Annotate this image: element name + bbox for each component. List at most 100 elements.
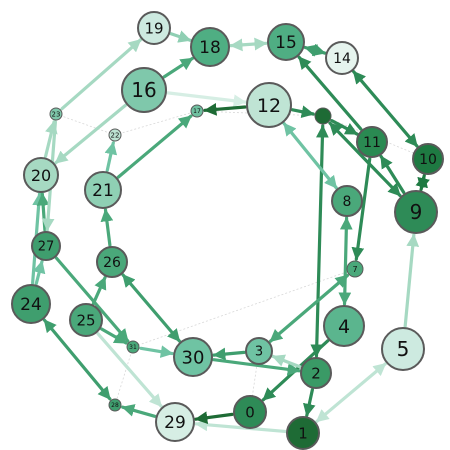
node-label: 24 xyxy=(20,295,42,315)
node-5: 5 xyxy=(381,327,425,371)
node-21: 21 xyxy=(84,171,122,209)
node-label: 27 xyxy=(38,240,55,255)
node-6 xyxy=(314,107,332,125)
edge-16-20 xyxy=(54,103,128,165)
edge-1-29 xyxy=(194,418,287,434)
node-24: 24 xyxy=(11,284,51,324)
node-circle xyxy=(394,190,438,234)
edge-5-9 xyxy=(403,233,420,328)
node-circle xyxy=(267,23,305,61)
node-label: 29 xyxy=(164,413,186,433)
edge-21-22 xyxy=(104,141,118,173)
edge-30-2 xyxy=(212,358,301,376)
edge-27-31 xyxy=(54,256,130,343)
node-label: 15 xyxy=(275,33,297,53)
edge-25-31 xyxy=(100,327,128,345)
edge-10-9 xyxy=(415,173,430,192)
edge-14-10 xyxy=(352,70,419,148)
node-circle xyxy=(286,416,320,450)
node-label: 8 xyxy=(343,194,352,210)
node-26: 26 xyxy=(96,246,128,278)
node-31: 31 xyxy=(126,340,140,354)
node-circle xyxy=(381,327,425,371)
node-8: 8 xyxy=(331,185,363,217)
edge-30-26 xyxy=(121,273,181,343)
node-label: 26 xyxy=(103,255,121,271)
node-circle xyxy=(346,260,364,278)
node-circle xyxy=(96,246,128,278)
node-circle xyxy=(246,82,292,128)
node-label: 12 xyxy=(257,95,281,117)
node-15: 15 xyxy=(267,23,305,61)
node-label: 30 xyxy=(182,347,205,368)
node-circle xyxy=(49,107,63,121)
edge-6-2 xyxy=(310,124,329,358)
node-label: 20 xyxy=(31,166,51,185)
node-label: 16 xyxy=(131,78,156,102)
node-14: 14 xyxy=(325,41,359,75)
node-1: 1 xyxy=(286,416,320,450)
node-circle xyxy=(155,402,195,442)
node-circle xyxy=(108,398,122,412)
edge-12-6 xyxy=(290,105,315,118)
node-12: 12 xyxy=(246,82,292,128)
edge-24-27 xyxy=(32,259,46,286)
node-circle xyxy=(300,357,332,389)
node-4: 4 xyxy=(323,305,365,347)
node-circle xyxy=(325,41,359,75)
mesh-line xyxy=(132,268,356,348)
mesh-line xyxy=(55,113,116,136)
node-circle xyxy=(190,104,204,118)
node-27: 27 xyxy=(31,231,61,261)
node-circle xyxy=(412,143,444,175)
node-0: 0 xyxy=(233,395,267,429)
node-label: 19 xyxy=(144,19,163,37)
node-23: 23 xyxy=(49,107,63,121)
edge-0-29 xyxy=(194,411,234,425)
node-11: 11 xyxy=(356,126,388,158)
node-circle xyxy=(31,231,61,261)
node-circle xyxy=(356,126,388,158)
edge-23-19 xyxy=(60,38,143,111)
node-label: 1 xyxy=(298,424,308,442)
node-circle xyxy=(11,284,51,324)
node-circle xyxy=(23,157,59,193)
node-17: 17 xyxy=(190,104,204,118)
edge-25-26 xyxy=(91,275,107,306)
edge-15-14 xyxy=(303,43,327,57)
node-22: 22 xyxy=(108,128,122,142)
node-label: 25 xyxy=(76,311,95,329)
edge-2-1 xyxy=(302,388,316,418)
node-circle xyxy=(137,11,171,45)
node-18: 18 xyxy=(190,27,230,67)
node-9: 9 xyxy=(394,190,438,234)
node-label: 10 xyxy=(419,152,437,168)
node-label: 4 xyxy=(338,316,350,338)
node-2: 2 xyxy=(300,357,332,389)
node-label: 0 xyxy=(245,403,255,421)
edge-7-3 xyxy=(268,273,349,343)
edge-25-29 xyxy=(96,331,163,408)
edges-layer xyxy=(30,30,430,434)
edge-6-11 xyxy=(330,119,359,136)
edge-18-15 xyxy=(229,37,268,52)
edge-29-28 xyxy=(121,404,157,418)
edge-11-15 xyxy=(297,55,363,131)
node-16: 16 xyxy=(121,67,167,113)
node-label: 22 xyxy=(111,132,120,140)
edge-16-18 xyxy=(162,56,195,79)
node-label: 2 xyxy=(311,364,321,382)
node-circle xyxy=(323,305,365,347)
node-circle xyxy=(108,128,122,142)
node-label: 23 xyxy=(52,111,61,119)
edge-26-21 xyxy=(100,208,114,247)
node-circle xyxy=(173,337,213,377)
node-7: 7 xyxy=(346,260,364,278)
node-circle xyxy=(233,395,267,429)
edge-11-7 xyxy=(351,157,372,261)
node-20: 20 xyxy=(23,157,59,193)
node-circle xyxy=(245,337,273,365)
